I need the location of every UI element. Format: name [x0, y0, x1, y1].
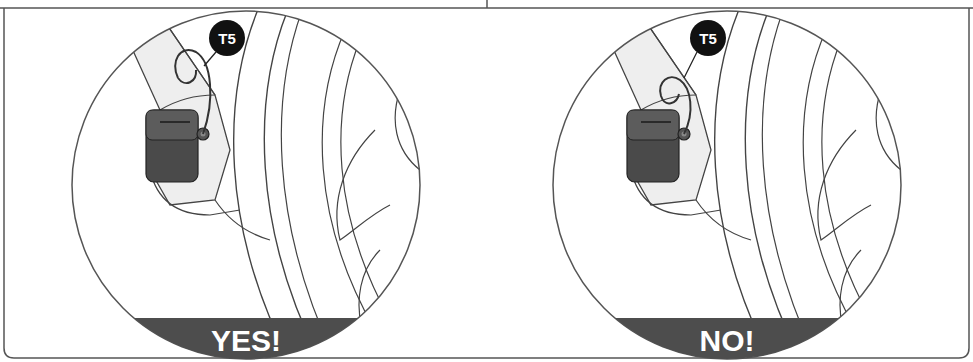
callout-badge: T5 — [690, 20, 726, 56]
callout-badge: T5 — [209, 20, 245, 56]
verdict-banner: NO! — [553, 318, 901, 359]
verdict-text: NO! — [700, 322, 755, 356]
verdict-banner: YES! — [72, 318, 420, 359]
callout-number: T5 — [218, 31, 236, 46]
verdict-text: YES! — [211, 322, 281, 356]
callout-number: T5 — [699, 31, 717, 46]
